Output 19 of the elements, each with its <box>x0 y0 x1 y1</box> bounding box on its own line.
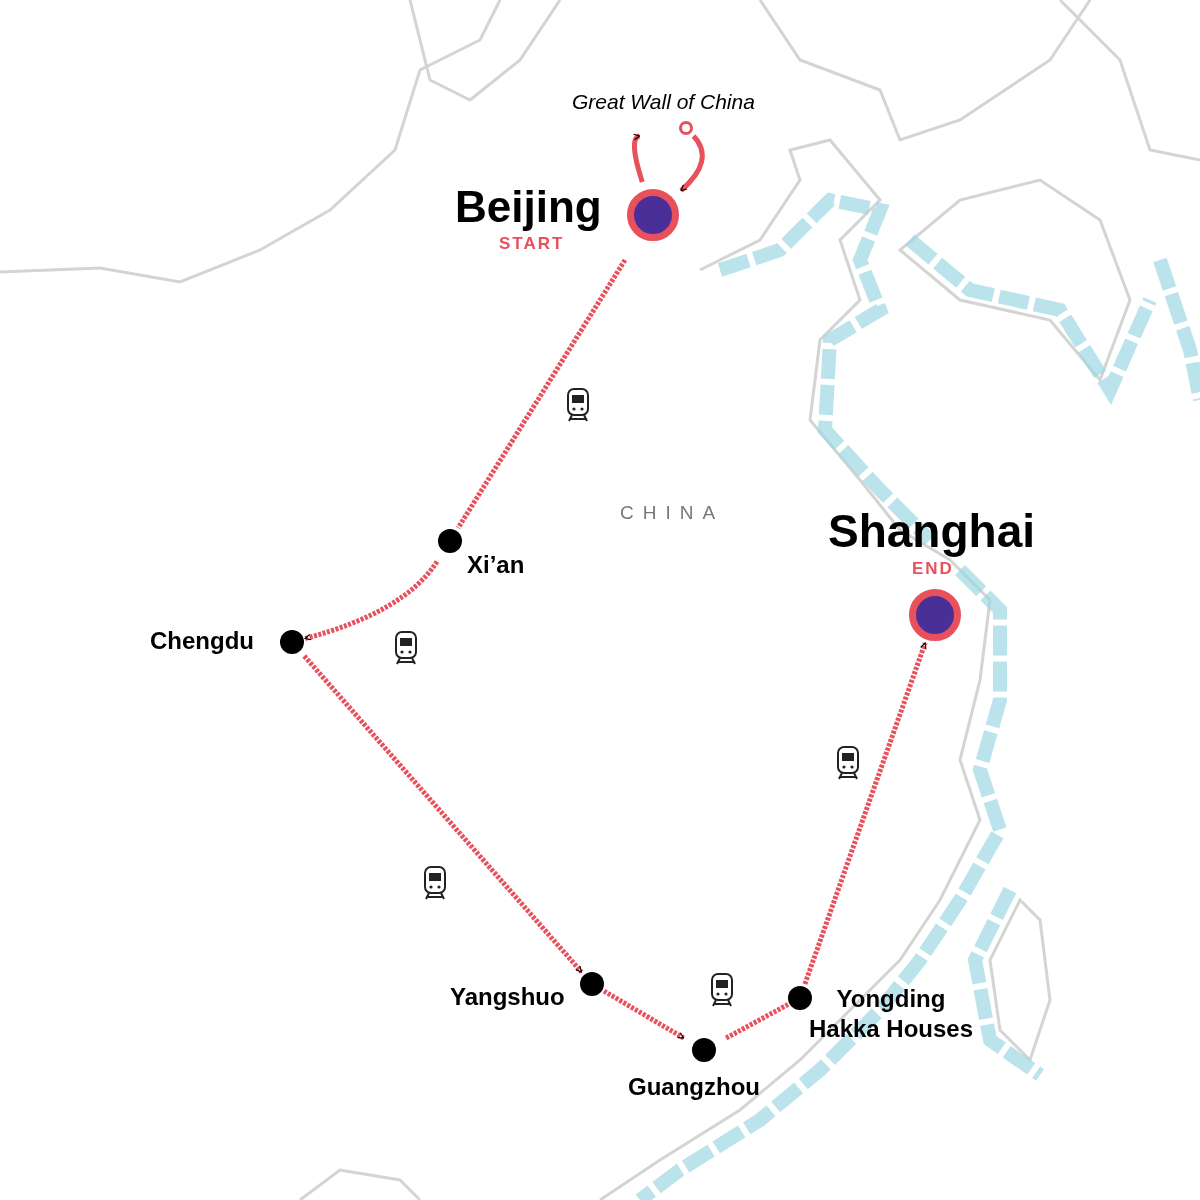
place-name: Beijing <box>455 182 602 232</box>
place-name: Yongding Hakka Houses <box>807 984 975 1044</box>
country-label: CHINA <box>620 502 725 524</box>
place-name: Yangshuo <box>450 982 565 1012</box>
rail-route-line <box>302 654 584 974</box>
rail-route-line <box>304 560 440 641</box>
rail-route-line <box>602 988 685 1041</box>
rail-route-line <box>724 1002 790 1041</box>
map-stop <box>448 972 604 1012</box>
place-name: Chengdu <box>150 626 254 656</box>
rail-route-line <box>455 258 628 530</box>
place-name: Shanghai <box>828 505 1036 557</box>
place-name: Guangzhou <box>628 1072 760 1102</box>
status-label: START <box>499 234 565 254</box>
route-line <box>631 133 645 183</box>
place-name: Xi’an <box>467 550 525 580</box>
rail-route-line <box>802 642 928 985</box>
status-label: END <box>912 559 954 579</box>
place-name: Great Wall of China <box>572 89 755 115</box>
